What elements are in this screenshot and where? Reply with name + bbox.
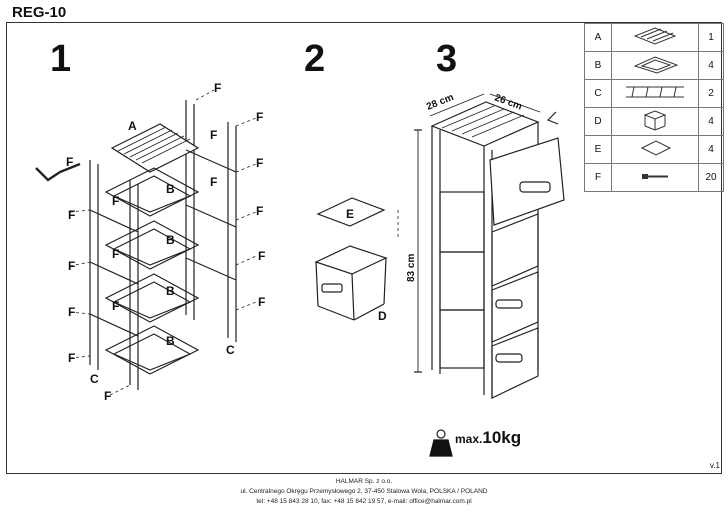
dimension-depth: 28 cm	[425, 92, 456, 113]
part-letter: C	[584, 79, 612, 108]
footer: HALMAR Sp. z o.o. ul. Centralnego Okręgu…	[0, 477, 728, 507]
label-f-i1: F	[210, 128, 217, 142]
max-load-unit: kg	[501, 428, 522, 447]
step3-assembled-drawing	[414, 93, 565, 399]
part-quantity: 2	[698, 79, 724, 108]
label-b2: B	[166, 233, 175, 247]
frame-shelf-icon	[611, 51, 699, 80]
ladder-side-icon	[611, 79, 699, 108]
label-f-r4: F	[258, 249, 265, 263]
step2-box-drawing	[314, 197, 399, 321]
part-letter: E	[584, 135, 612, 164]
label-f-l4: F	[68, 351, 75, 365]
footer-company: HALMAR Sp. z o.o.	[335, 478, 393, 485]
part-quantity: 4	[698, 107, 724, 136]
footer-address: ul. Centralnego Okręgu Przemysłowego 2, …	[240, 488, 488, 495]
step-number-3: 3	[436, 38, 458, 80]
label-f-r3: F	[256, 204, 263, 218]
fabric-box-icon	[611, 107, 699, 136]
parts-row: F 20	[584, 163, 724, 192]
part-letter: B	[584, 51, 612, 80]
screw-icon	[611, 163, 699, 192]
part-letter: A	[584, 23, 612, 52]
part-letter: D	[584, 107, 612, 136]
label-d: D	[378, 309, 387, 323]
label-f-r1: F	[256, 110, 263, 124]
part-letter: F	[584, 163, 612, 192]
part-quantity: 1	[698, 23, 724, 52]
label-f-bottom: F	[104, 389, 111, 403]
label-f-l1: F	[68, 208, 75, 222]
box-bottom-board-icon	[611, 135, 699, 164]
label-c-right: C	[226, 343, 235, 357]
label-c-left: C	[90, 372, 99, 386]
step1-frame-drawing	[35, 89, 257, 396]
page-title: REG-10	[12, 4, 67, 21]
label-b3: B	[166, 284, 175, 298]
max-load-value: 10	[482, 428, 502, 447]
label-b4: B	[166, 334, 175, 348]
label-f-b2: F	[112, 247, 119, 261]
footer-contact: tel: +48 15 843 28 10, fax: +48 15 842 1…	[256, 498, 472, 505]
weight-icon	[429, 429, 453, 457]
label-f-top: F	[214, 81, 221, 95]
label-f-i2: F	[210, 175, 217, 189]
label-f-r2: F	[256, 156, 263, 170]
step-number-1: 1	[50, 38, 72, 80]
version-label: v.1	[709, 461, 720, 470]
label-f-b3: F	[112, 299, 119, 313]
label-e: E	[346, 207, 354, 221]
dimension-height: 83 cm	[406, 254, 417, 282]
step-number-2: 2	[304, 38, 326, 80]
label-f-l2: F	[68, 259, 75, 273]
label-a: A	[128, 119, 137, 133]
part-quantity: 20	[698, 163, 724, 192]
label-f-r5: F	[258, 295, 265, 309]
part-quantity: 4	[698, 51, 724, 80]
label-f-l3: F	[68, 305, 75, 319]
label-b1: B	[166, 182, 175, 196]
slatted-shelf-icon	[611, 23, 699, 52]
max-load: max.10kg	[455, 428, 521, 448]
instruction-frame	[6, 22, 722, 474]
label-f-b1: F	[112, 194, 119, 208]
part-quantity: 4	[698, 135, 724, 164]
label-f-key: F	[66, 155, 73, 169]
max-load-prefix: max.	[455, 432, 483, 446]
